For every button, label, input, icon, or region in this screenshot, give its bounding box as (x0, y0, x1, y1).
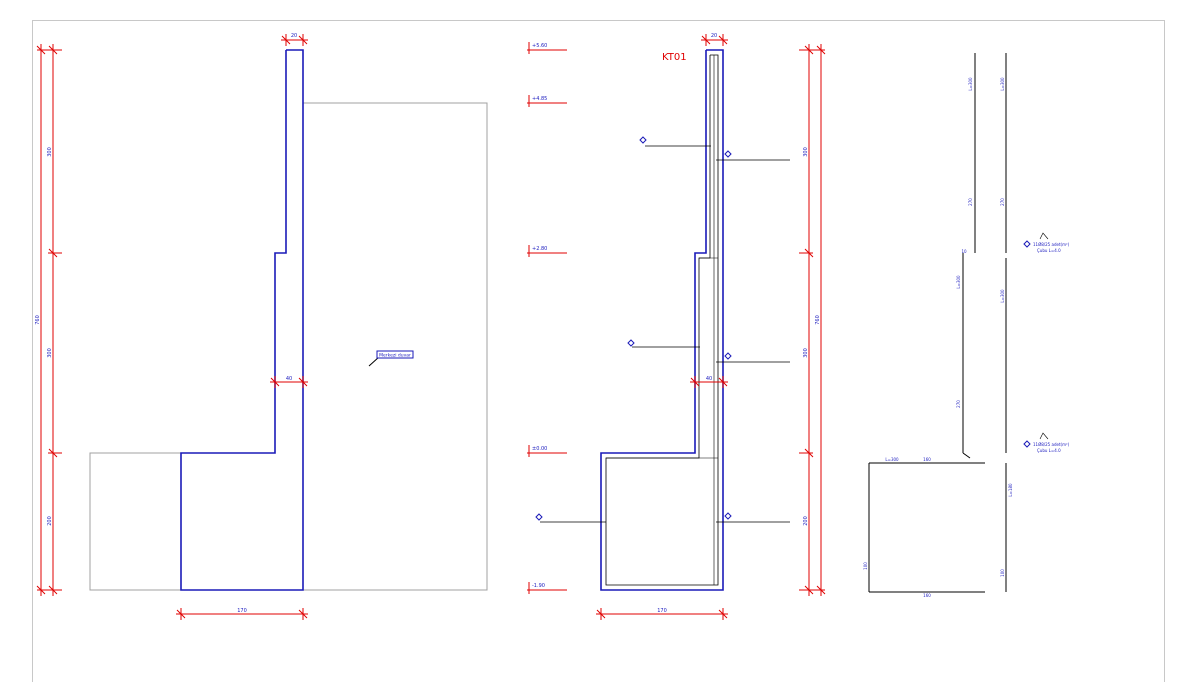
bar-note-1: 11Ø8/25 adet(m²) Çubu L=4.0 (1023, 232, 1070, 253)
sec-dim-bottom: 200 (803, 516, 809, 526)
sec-dim-middle: 300 (803, 348, 809, 358)
note1-line2: Çubu L=4.0 (1037, 248, 1061, 253)
dim-base-width: 170 (237, 608, 247, 614)
wall-outline (180, 49, 304, 591)
section-view: KT01 +5.60 +4.85 +2.80 ±0.00 -1.90 (527, 33, 826, 620)
bar-marker-5 (535, 513, 543, 521)
dim-middle: 300 (47, 348, 53, 358)
hook-len: 10 (961, 249, 967, 254)
dim-bottom: 200 (47, 516, 53, 526)
base-right-len: L=180 (1008, 483, 1013, 497)
bar-marker-1 (639, 136, 647, 144)
sec-dim-base-width: 170 (657, 608, 667, 614)
dim-top-width: 20 (291, 33, 297, 39)
note2-marker (1023, 440, 1031, 448)
base-bottom: 160 (923, 593, 931, 598)
section-outline (600, 49, 724, 591)
base-left: 100 (863, 562, 868, 570)
bar3-mid: 270 (956, 400, 961, 408)
level-2: +4.85 (532, 96, 547, 102)
formwork-view: 760 300 300 200 20 40 170 Merkezi duvar (35, 33, 488, 620)
bar4-len: L=300 (1000, 289, 1005, 303)
bar3-len: L=300 (956, 275, 961, 289)
base-top: 160 (923, 457, 931, 462)
dim-total: 760 (35, 315, 41, 325)
dim-mid-width: 40 (286, 376, 292, 382)
note2-line2: Çubu L=4.0 (1037, 448, 1061, 453)
sec-dim-top-width: 20 (711, 33, 717, 39)
bar-marker-2 (724, 150, 732, 158)
bar2-mid: 270 (1000, 198, 1005, 206)
note2-line1: 11Ø8/25 adet(m²) (1033, 442, 1070, 447)
sec-dim-top: 300 (803, 147, 809, 157)
dim-top: 300 (47, 147, 53, 157)
bar-marker-6 (724, 512, 732, 520)
drawing-sheet (32, 20, 1165, 682)
bar2-len: L=300 (1000, 77, 1005, 91)
bar-marker-3 (627, 339, 635, 347)
inner-bar-left (605, 54, 719, 586)
base-len: L=300 (885, 457, 899, 462)
sec-dim-total: 760 (815, 315, 821, 325)
bar-note-2: 11Ø8/25 adet(m²) Çubu L=4.0 (1023, 432, 1070, 453)
note1-marker (1023, 240, 1031, 248)
bar1-len: L=300 (968, 77, 973, 91)
element-tag: Merkezi duvar (379, 353, 411, 359)
guide-rectangle-upper (302, 102, 488, 591)
sec-dim-mid-width: 40 (706, 376, 712, 382)
bar-marker-4 (724, 352, 732, 360)
level-1: +5.60 (532, 43, 547, 49)
base-right: 100 (1000, 569, 1005, 577)
level-4: ±0.00 (532, 446, 547, 452)
sheet-title: KT01 (662, 52, 687, 63)
guide-rectangle-base (89, 452, 182, 591)
element-tag-box (376, 350, 414, 359)
level-3: +2.80 (532, 246, 547, 252)
bar1-mid: 270 (968, 198, 973, 206)
level-5: -1.90 (532, 583, 545, 589)
bar-schedule (868, 53, 1007, 593)
note1-line1: 11Ø8/25 adet(m²) (1033, 242, 1070, 247)
